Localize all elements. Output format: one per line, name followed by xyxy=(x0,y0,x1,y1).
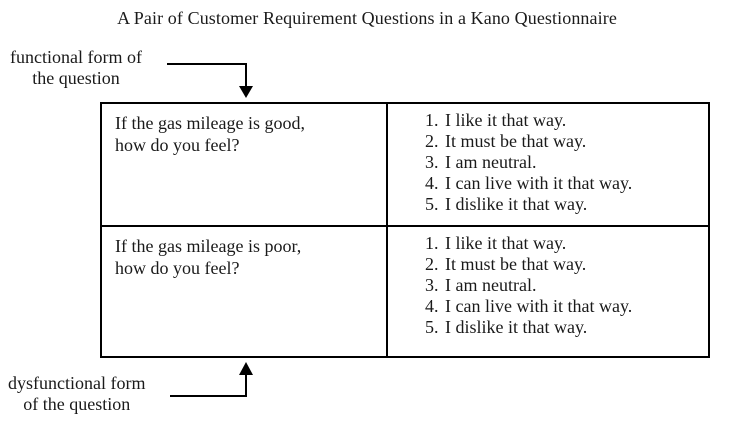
answer-item: 2. It must be that way. xyxy=(425,131,710,152)
figure-title: A Pair of Customer Requirement Questions… xyxy=(117,8,617,28)
answer-number: 3. xyxy=(425,275,439,295)
answer-number: 5. xyxy=(425,317,439,337)
answer-number: 5. xyxy=(425,194,439,214)
functional-answers-cell: 1. I like it that way. 2. It must be tha… xyxy=(388,104,710,227)
answer-item: 1. I like it that way. xyxy=(425,233,710,254)
answer-text: I can live with it that way. xyxy=(445,173,633,193)
dysfunctional-form-label: dysfunctional form of the question xyxy=(8,373,145,415)
answer-text: It must be that way. xyxy=(445,131,587,151)
answer-number: 3. xyxy=(425,152,439,172)
functional-form-label-line2: the question xyxy=(32,68,120,88)
question-line: If the gas mileage is poor, xyxy=(115,236,302,256)
answer-item: 3. I am neutral. xyxy=(425,152,710,173)
down-arrowhead-icon xyxy=(239,86,253,98)
dysfunctional-answers-cell: 1. I like it that way. 2. It must be tha… xyxy=(388,227,710,358)
answer-text: I like it that way. xyxy=(445,233,567,253)
answer-item: 1. I like it that way. xyxy=(425,110,710,131)
answer-number: 1. xyxy=(425,110,439,130)
question-line: If the gas mileage is good, xyxy=(115,113,305,133)
answer-number: 4. xyxy=(425,173,439,193)
question-line: how do you feel? xyxy=(115,258,240,278)
answer-item: 4. I can live with it that way. xyxy=(425,173,710,194)
answer-text: I dislike it that way. xyxy=(445,317,588,337)
answer-number: 1. xyxy=(425,233,439,253)
answer-item: 5. I dislike it that way. xyxy=(425,194,710,215)
dysfunctional-form-label-line1: dysfunctional form xyxy=(8,373,146,393)
dysfunctional-question-cell: If the gas mileage is poor, how do you f… xyxy=(102,227,388,358)
answer-text: I am neutral. xyxy=(445,152,537,172)
answer-text: I can live with it that way. xyxy=(445,296,633,316)
answer-text: It must be that way. xyxy=(445,254,587,274)
answer-text: I dislike it that way. xyxy=(445,194,588,214)
answer-text: I am neutral. xyxy=(445,275,537,295)
answer-number: 2. xyxy=(425,131,439,151)
answer-number: 4. xyxy=(425,296,439,316)
functional-question-cell: If the gas mileage is good, how do you f… xyxy=(102,104,388,227)
kano-question-table: If the gas mileage is good, how do you f… xyxy=(100,102,710,358)
answer-number: 2. xyxy=(425,254,439,274)
answer-item: 4. I can live with it that way. xyxy=(425,296,710,317)
question-line: how do you feel? xyxy=(115,135,240,155)
answer-item: 3. I am neutral. xyxy=(425,275,710,296)
functional-arrow xyxy=(167,63,253,98)
functional-form-label: functional form of the question xyxy=(10,47,142,89)
dysfunctional-arrow xyxy=(170,362,253,397)
up-arrowhead-icon xyxy=(239,362,253,375)
functional-form-label-line1: functional form of xyxy=(10,47,142,67)
answer-text: I like it that way. xyxy=(445,110,567,130)
answer-item: 5. I dislike it that way. xyxy=(425,317,710,338)
dysfunctional-form-label-line2: of the question xyxy=(23,394,131,414)
answer-item: 2. It must be that way. xyxy=(425,254,710,275)
